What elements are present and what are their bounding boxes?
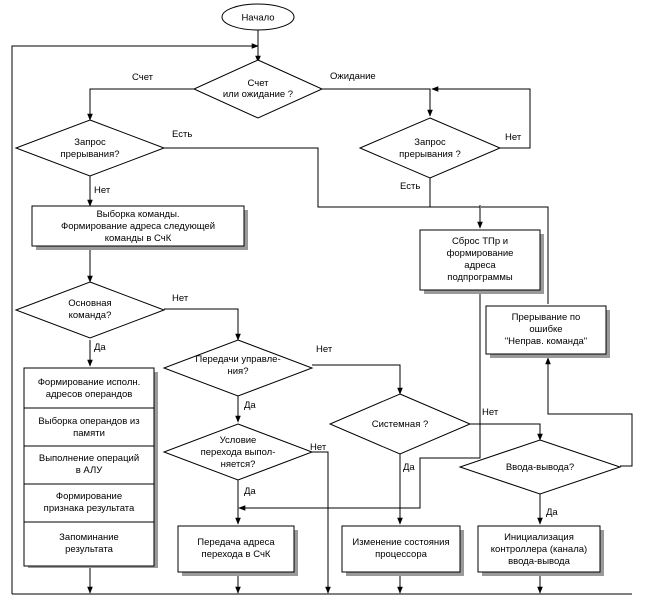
ioinit-line2: контроллера (канала) [491, 544, 587, 555]
stack-box-2: Выборка операндов из памяти [23, 407, 155, 447]
count-wait-line2: или ожидание ? [223, 89, 293, 100]
label-count: Счет [132, 72, 154, 83]
ioinit-line1: Инициализация [504, 532, 574, 543]
process-stack: Формирование исполн. адресов операндов В… [23, 367, 158, 568]
label-irq1-yes: Есть [172, 129, 192, 140]
decision-io: Ввода-вывода? [458, 439, 622, 495]
stack5-line2: результата [65, 544, 113, 555]
label-irq2-no: Нет [505, 132, 522, 143]
reset-line3: адреса [464, 260, 496, 271]
process-error-interrupt: Прерывание по ошибке "Неправ. команда" [485, 305, 610, 358]
start-terminal: Начало [221, 3, 295, 31]
io-line1: Ввода-вывода? [506, 462, 574, 473]
arrow-cond-no [312, 451, 331, 594]
state-line1: Изменение состояния [352, 537, 449, 548]
stack5-line1: Запоминание [59, 532, 119, 543]
label-main-yes: Да [94, 342, 106, 353]
decision-count-or-wait: Счет или ожидание ? [192, 59, 324, 119]
decision-system: Системная ? [328, 393, 472, 455]
arrow-wait-no-loop [431, 86, 531, 149]
arrow-reset-to-transfer [238, 290, 481, 511]
arrow-count-branch [87, 88, 194, 121]
arrow-wait-branch [322, 88, 433, 117]
process-fetch-command: Выборка команды. Формирование адреса сле… [31, 205, 248, 250]
arrow-io-no [545, 357, 633, 467]
main-line2: команда? [69, 310, 112, 321]
cond-line1: Условие [220, 435, 257, 446]
stack1-line1: Формирование исполн. [38, 377, 141, 388]
arrow-jump-no [312, 364, 403, 395]
line-error-to-reset [481, 206, 549, 304]
transfer-line1: Передача адреса [197, 537, 275, 548]
error-line1: Прерывание по [512, 312, 581, 323]
arrow-main-no [164, 308, 241, 341]
irq1-line1: Запрос [74, 137, 106, 148]
reset-line1: Сброс ТПр и [452, 236, 508, 247]
decision-main-command: Основная команда? [14, 281, 166, 339]
stack1-line2: адресов операндов [46, 389, 133, 400]
arrow-irq1-yes [164, 147, 480, 208]
transfer-line2: перехода в СчК [202, 549, 271, 560]
state-line2: процессора [375, 549, 428, 560]
reset-line4: подпрограммы [447, 272, 513, 283]
stack3-line2: в АЛУ [76, 465, 103, 476]
count-wait-line1: Счет [247, 78, 269, 89]
fetch-line2: Формирование адреса следующей [61, 221, 215, 232]
process-transfer-address: Передача адреса перехода в СчК [177, 525, 298, 576]
label-irq1-no: Нет [94, 185, 111, 196]
connectors [11, 30, 633, 595]
stack-box-3: Выполнение операций в АЛУ [23, 445, 155, 485]
stack-box-4: Формирование признака результата [23, 483, 155, 523]
reset-line2: формирование [447, 248, 514, 259]
main-line1: Основная [68, 298, 111, 309]
fetch-line1: Выборка команды. [96, 209, 179, 220]
label-jump-no: Нет [316, 344, 333, 355]
fetch-line3: команды в СчК [105, 233, 172, 244]
label-cond-yes: Да [244, 486, 256, 497]
process-io-init: Инициализация контроллера (канала) ввода… [477, 525, 604, 576]
jump-line2: ния? [228, 366, 249, 377]
stack-box-1: Формирование исполн. адресов операндов [23, 367, 155, 409]
sys-line1: Системная ? [372, 419, 429, 430]
decision-transfer-control: Передачи управле- ния? [162, 339, 314, 397]
arrow-loop-back [11, 43, 259, 594]
arrow-sys-no [470, 423, 543, 441]
label-cond-no: Нет [310, 442, 327, 453]
irq2-line2: прерывания ? [399, 149, 461, 160]
stack-box-5: Запоминание результата [23, 521, 155, 567]
stack4-line1: Формирование [56, 491, 122, 502]
process-reset-interrupt: Сброс ТПр и формирование адреса подпрогр… [419, 229, 544, 294]
label-wait: Ожидание [330, 71, 376, 82]
irq2-line1: Запрос [414, 137, 446, 148]
process-state-change: Изменение состояния процессора [341, 525, 464, 576]
label-sys-no: Нет [482, 407, 499, 418]
label-sys-yes: Да [403, 462, 415, 473]
error-line2: ошибке [529, 324, 562, 335]
stack2-line1: Выборка операндов из [38, 416, 139, 427]
jump-line1: Передачи управле- [195, 354, 280, 365]
decision-jump-condition: Условие перехода выпол- няется? [162, 423, 314, 481]
start-label: Начало [241, 13, 274, 24]
decision-irq-2: Запрос прерывания ? [358, 117, 502, 179]
ioinit-line3: ввода-вывода [508, 556, 570, 567]
cond-line2: перехода выпол- [201, 447, 276, 458]
label-io-yes: Да [546, 507, 558, 518]
label-jump-yes: Да [244, 400, 256, 411]
irq1-line2: прерывания? [60, 149, 119, 160]
label-irq2-yes: Есть [400, 181, 420, 192]
cond-line3: няется? [221, 459, 256, 470]
stack3-line1: Выполнение операций [39, 453, 139, 464]
decision-irq-1: Запрос прерывания? [14, 119, 166, 177]
stack2-line2: памяти [73, 428, 105, 439]
error-line3: "Неправ. команда" [505, 336, 587, 347]
label-main-no: Нет [172, 293, 189, 304]
stack4-line2: признака результата [44, 503, 135, 514]
